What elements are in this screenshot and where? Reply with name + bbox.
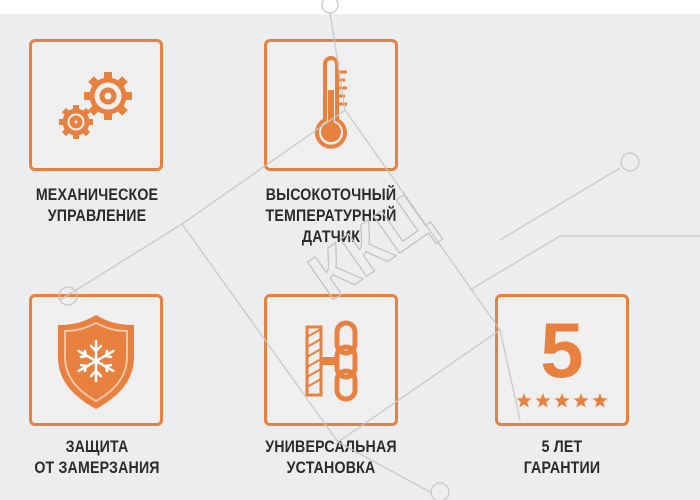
snowflake-shield-icon — [58, 315, 134, 409]
warranty-stars — [516, 393, 608, 408]
caption-line: 5 ЛЕТ — [541, 438, 583, 456]
caption-line: ЗАЩИТА — [65, 438, 129, 456]
feature-caption-freeze-protection: ЗАЩИТА ОТ ЗАМЕРЗАНИЯ — [2, 437, 191, 479]
warranty-number: 5 — [540, 306, 583, 394]
gears-icon — [59, 72, 132, 139]
warranty-five-stars-icon: 5 — [516, 306, 608, 408]
wall-mount-icon — [305, 320, 358, 402]
star-icon — [573, 393, 589, 408]
star-icon — [554, 393, 570, 408]
feature-caption-warranty: 5 ЛЕТ ГАРАНТИИ — [467, 437, 656, 479]
caption-line: УСТАНОВКА — [286, 459, 376, 477]
thermometer-icon — [315, 56, 347, 149]
feature-tile-mechanical-control — [29, 39, 163, 171]
feature-tile-temperature-sensor — [264, 39, 398, 171]
caption-line: ДАТЧИК — [301, 228, 361, 246]
feature-tile-freeze-protection — [29, 294, 163, 426]
caption-line: МЕХАНИЧЕСКОЕ — [35, 186, 159, 204]
feature-caption-universal-installation: УНИВЕРСАЛЬНАЯ УСТАНОВКА — [236, 437, 425, 479]
feature-caption-mechanical-control: МЕХАНИЧЕСКОЕ УПРАВЛЕНИЕ — [2, 185, 191, 227]
feature-caption-temperature-sensor: ВЫСОКОТОЧНЫЙ ТЕМПЕРАТУРНЫЙ ДАТЧИК — [236, 185, 425, 248]
caption-line: ГАРАНТИИ — [523, 459, 601, 477]
caption-line: ОТ ЗАМЕРЗАНИЯ — [34, 459, 160, 477]
star-icon — [592, 393, 608, 408]
caption-line: ТЕМПЕРАТУРНЫЙ — [265, 207, 397, 225]
caption-line: УНИВЕРСАЛЬНАЯ — [265, 438, 397, 456]
caption-line: ВЫСОКОТОЧНЫЙ — [265, 186, 397, 204]
caption-line: УПРАВЛЕНИЕ — [47, 207, 147, 225]
feature-tile-warranty: 5 — [495, 294, 629, 426]
top-band — [0, 0, 700, 14]
feature-tile-universal-installation — [264, 294, 398, 426]
star-icon — [535, 393, 551, 408]
star-icon — [516, 393, 532, 408]
